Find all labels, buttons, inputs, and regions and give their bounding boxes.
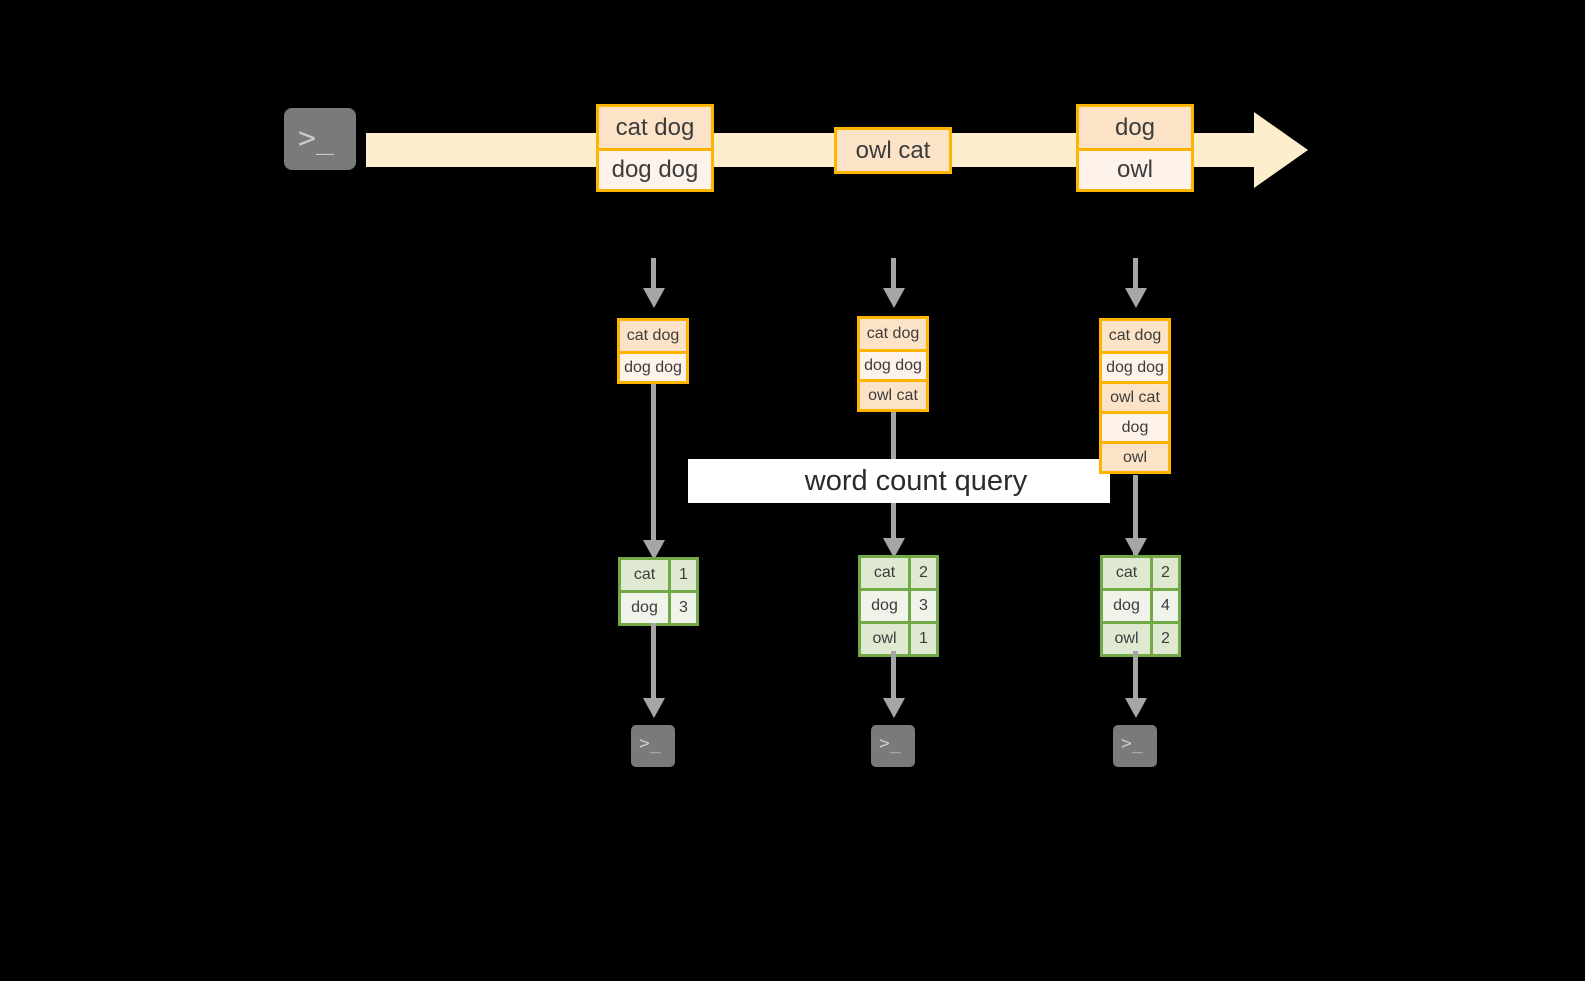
trigger-line-3: [1133, 258, 1138, 290]
query-flow-arrowhead-1: [643, 540, 665, 560]
accumulated-events-3: cat dog dog dog owl cat dog owl: [1099, 318, 1171, 474]
terminal-prompt-glyph: >_: [298, 121, 335, 156]
result-count: 3: [908, 591, 936, 621]
accumulated-line: owl: [1102, 441, 1168, 471]
trigger-arrowhead-1: [643, 288, 665, 308]
query-flow-line-3: [1133, 475, 1138, 555]
accumulated-line: dog dog: [620, 351, 686, 381]
query-flow-arrowhead-2: [883, 538, 905, 558]
sink-arrowhead-1: [643, 698, 665, 718]
event-stream-arrowhead: [1254, 112, 1308, 188]
query-flow-arrowhead-3: [1125, 538, 1147, 558]
sink-terminal-icon-3: >_: [1107, 719, 1163, 773]
result-row: dog 3: [861, 588, 936, 621]
sink-line-1: [651, 623, 656, 705]
query-label-banner: word count query: [688, 459, 1110, 503]
result-count: 1: [908, 624, 936, 654]
word-count-result-3: cat 2 dog 4 owl 2: [1100, 555, 1181, 657]
stream-event-line: cat dog: [599, 107, 711, 148]
terminal-prompt-glyph: >_: [1121, 733, 1143, 754]
result-row: dog 4: [1103, 588, 1178, 621]
result-row: owl 1: [861, 621, 936, 654]
stream-event-3: dog owl: [1076, 104, 1194, 192]
accumulated-events-2: cat dog dog dog owl cat: [857, 316, 929, 412]
terminal-prompt-glyph: >_: [639, 733, 661, 754]
query-label-text: word count query: [804, 464, 1028, 497]
accumulated-line: owl cat: [860, 379, 926, 409]
sink-terminal-icon-2: >_: [865, 719, 921, 773]
result-count: 2: [1150, 558, 1178, 588]
result-count: 4: [1150, 591, 1178, 621]
trigger-arrowhead-3: [1125, 288, 1147, 308]
stream-event-line: dog dog: [599, 148, 711, 189]
sink-arrowhead-3: [1125, 698, 1147, 718]
accumulated-events-1: cat dog dog dog: [617, 318, 689, 384]
result-word: dog: [861, 591, 908, 621]
result-word: dog: [1103, 591, 1150, 621]
stream-event-2: owl cat: [834, 127, 952, 174]
result-word: owl: [861, 624, 908, 654]
stream-event-line: owl cat: [837, 130, 949, 171]
accumulated-line: cat dog: [1102, 321, 1168, 351]
stream-event-line: owl: [1079, 148, 1191, 189]
word-count-result-2: cat 2 dog 3 owl 1: [858, 555, 939, 657]
result-count: 3: [668, 593, 696, 623]
result-row: cat 1: [621, 560, 696, 590]
result-count: 2: [1150, 624, 1178, 654]
result-word: cat: [861, 558, 908, 588]
accumulated-line: dog dog: [860, 349, 926, 379]
result-count: 1: [668, 560, 696, 590]
accumulated-line: dog dog: [1102, 351, 1168, 381]
sink-terminal-icon-1: >_: [625, 719, 681, 773]
accumulated-line: owl cat: [1102, 381, 1168, 411]
result-row: cat 2: [861, 558, 936, 588]
result-row: cat 2: [1103, 558, 1178, 588]
accumulated-line: dog: [1102, 411, 1168, 441]
accumulated-line: cat dog: [860, 319, 926, 349]
result-word: cat: [621, 560, 668, 590]
word-count-result-1: cat 1 dog 3: [618, 557, 699, 626]
terminal-prompt-glyph: >_: [879, 733, 901, 754]
sink-line-2: [891, 651, 896, 705]
result-word: dog: [621, 593, 668, 623]
trigger-line-2: [891, 258, 896, 290]
trigger-line-1: [651, 258, 656, 290]
source-terminal-icon: >_: [276, 100, 364, 178]
accumulated-line: cat dog: [620, 321, 686, 351]
stream-event-1: cat dog dog dog: [596, 104, 714, 192]
sink-line-3: [1133, 651, 1138, 705]
stream-event-line: dog: [1079, 107, 1191, 148]
result-count: 2: [908, 558, 936, 588]
result-row: dog 3: [621, 590, 696, 623]
sink-arrowhead-2: [883, 698, 905, 718]
query-flow-line-1: [651, 384, 656, 554]
trigger-arrowhead-2: [883, 288, 905, 308]
result-word: cat: [1103, 558, 1150, 588]
result-word: owl: [1103, 624, 1150, 654]
result-row: owl 2: [1103, 621, 1178, 654]
